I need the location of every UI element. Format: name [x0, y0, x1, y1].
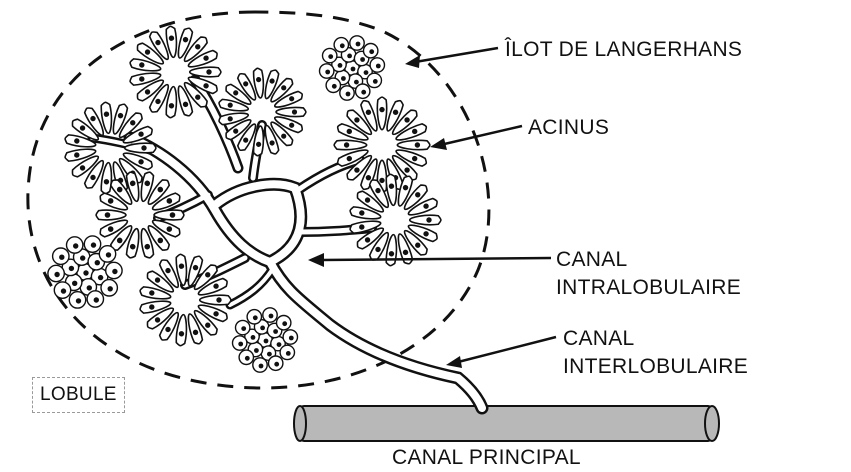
acinar-cell — [410, 215, 441, 225]
acinar-cell — [276, 107, 306, 116]
label-canal-intralobulaire: CANAL INTRALOBULAIRE — [556, 246, 741, 302]
label-canal-interlobulaire-line2: INTERLOBULAIRE — [563, 353, 748, 381]
label-canal-principal: CANAL PRINCIPAL — [392, 444, 581, 472]
arrow-ilot — [405, 48, 498, 68]
acinar-cell — [334, 140, 367, 149]
label-canal-intralobulaire-line1: CANAL — [556, 246, 741, 274]
islet — [320, 36, 385, 100]
label-canal-intralobulaire-line2: INTRALOBULAIRE — [556, 274, 741, 302]
acinar-cell — [397, 140, 430, 149]
acinar-cell — [154, 210, 184, 220]
arrow-interlobulaire — [446, 337, 556, 368]
acinar-cell — [377, 97, 386, 130]
acinus — [129, 26, 221, 118]
acinus — [139, 254, 231, 346]
acinus — [334, 97, 430, 193]
label-lobule: LOBULE — [32, 377, 125, 413]
acinar-cell — [200, 295, 231, 305]
acinar-cell — [96, 210, 126, 220]
acinar-cell — [190, 67, 221, 77]
label-canal-interlobulaire-line1: CANAL — [563, 325, 748, 353]
label-canal-interlobulaire: CANAL INTERLOBULAIRE — [563, 325, 748, 381]
label-acinus: ACINUS — [528, 114, 609, 142]
label-ilot-de-langerhans: ÎLOT DE LANGERHANS — [505, 36, 742, 64]
arrow-intralobulaire — [308, 253, 551, 267]
islet — [233, 308, 298, 372]
islet — [48, 236, 122, 308]
acinar-cell — [125, 143, 156, 153]
canal-principal — [294, 406, 719, 441]
